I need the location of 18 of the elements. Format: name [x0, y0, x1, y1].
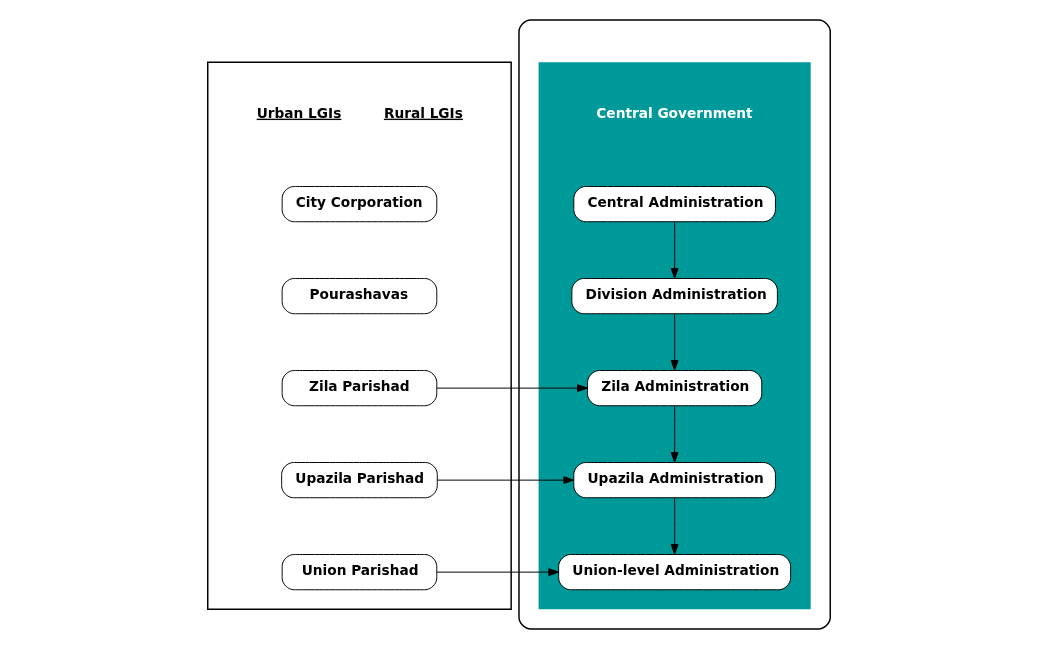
arrow — [670, 405, 679, 463]
arrow — [670, 497, 679, 555]
node-box: Zila Administration — [586, 370, 762, 407]
node-box: Central Administration — [572, 186, 776, 223]
arrow — [670, 221, 679, 279]
arrow — [670, 313, 679, 371]
node-box: Upazila Parishad — [280, 462, 438, 499]
node-box: City Corporation — [281, 186, 437, 223]
node-box: Pourashavas — [281, 278, 437, 315]
node-box: Union-level Administration — [557, 554, 791, 591]
arrow — [436, 384, 588, 393]
arrow — [436, 568, 559, 577]
cluster — [517, 19, 831, 630]
node-box: Division Administration — [570, 278, 778, 315]
node-box: Upazila Administration — [572, 462, 776, 499]
node-box: Zila Parishad — [281, 370, 437, 407]
node-box: Union Parishad — [281, 554, 437, 591]
arrow — [436, 476, 574, 485]
